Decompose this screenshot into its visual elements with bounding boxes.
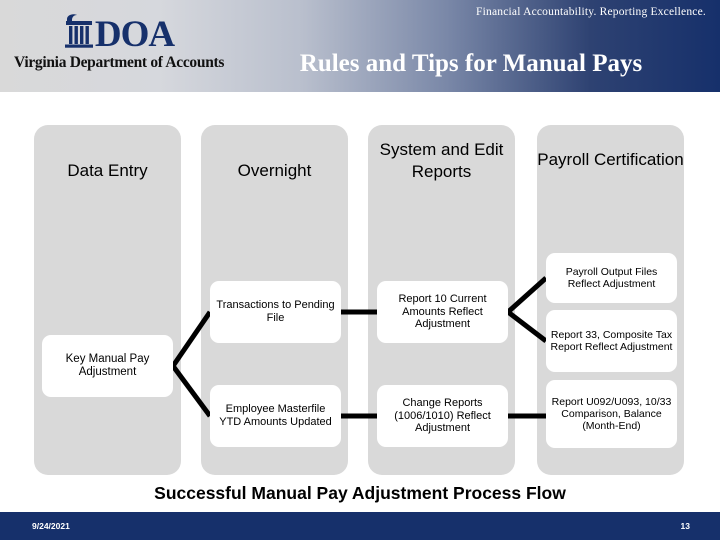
header-band [0,0,720,92]
node-payroll-output-files[interactable]: Payroll Output Files Reflect Adjustment [546,253,677,303]
column-capital-icon [64,12,94,52]
lane-data-entry [34,125,181,475]
node-report-33[interactable]: Report 33, Composite Tax Report Reflect … [546,310,677,372]
footer-band [0,512,720,540]
node-change-reports[interactable]: Change Reports (1006/1010) Reflect Adjus… [377,385,508,447]
lane-title-overnight: Overnight [237,161,312,180]
node-report-u092-u093[interactable]: Report U092/U093, 10/33 Comparison, Bala… [546,380,677,448]
lane-title-system-and-edit-reports: System and Edit Reports [379,140,504,181]
node-transactions-to-pending-file[interactable]: Transactions to Pending File [210,281,341,343]
lane-title-data-entry: Data Entry [67,161,148,180]
node-report-10[interactable]: Report 10 Current Amounts Reflect Adjust… [377,281,508,343]
lane-title-payroll-certification: Payroll Certification [537,150,684,169]
node-key-manual-pay-adjustment[interactable]: Key Manual Pay Adjustment [42,335,173,397]
footer-date: 9/24/2021 [32,521,70,531]
diagram-caption: Successful Manual Pay Adjustment Process… [154,483,566,503]
node-employee-masterfile-ytd[interactable]: Employee Masterfile YTD Amounts Updated [210,385,341,447]
page-title: Rules and Tips for Manual Pays [299,50,643,77]
process-flow-diagram: Data Entry Overnight System and Edit Rep… [0,95,720,480]
header-underline [0,92,720,95]
doa-logo: DOA Virginia Department of Accounts [14,12,224,72]
footer-page-number: 13 [680,521,690,531]
logo-wordmark: DOA [94,13,175,55]
brand-tagline: Financial Accountability. Reporting Exce… [476,6,706,18]
logo-subtitle: Virginia Department of Accounts [14,54,225,71]
logo-mark: DOA [14,12,224,55]
